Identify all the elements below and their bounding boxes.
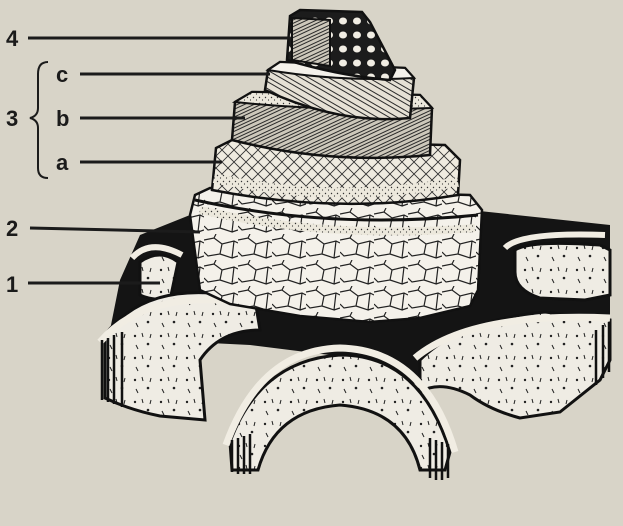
label-3c: c bbox=[56, 62, 68, 87]
label-1: 1 bbox=[6, 272, 18, 297]
label-3: 3 bbox=[6, 106, 18, 131]
layer-2-block bbox=[190, 188, 482, 322]
group-bracket-3 bbox=[30, 62, 48, 178]
label-4: 4 bbox=[6, 26, 19, 51]
label-2: 2 bbox=[6, 216, 18, 241]
label-3a: a bbox=[56, 150, 69, 175]
label-3b: b bbox=[56, 106, 69, 131]
